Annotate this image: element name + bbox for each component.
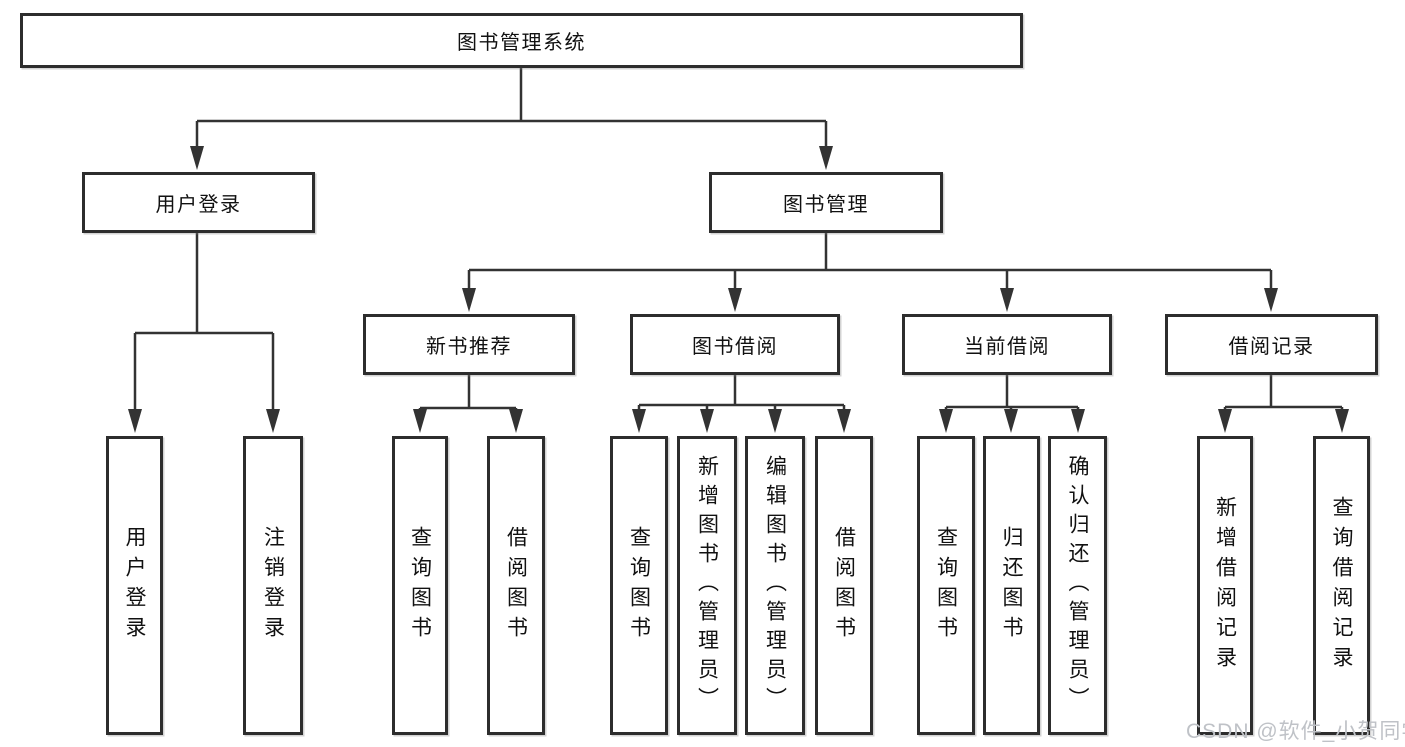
node-leaf-add-book-admin: 新增图书（管理员） (677, 436, 737, 735)
node-leaf-confirm-return-admin: 确认归还（管理员） (1048, 436, 1107, 735)
node-module-new-book-recommend-label: 新书推荐 (426, 336, 512, 358)
node-branch-book-management-label: 图书管理 (783, 194, 869, 216)
node-leaf-query-book-borrow: 查询图书 (610, 436, 668, 735)
node-leaf-borrow-book-recommend: 借阅图书 (487, 436, 545, 735)
node-branch-book-management: 图书管理 (709, 172, 943, 233)
node-module-book-borrow-label: 图书借阅 (692, 336, 778, 358)
node-module-current-borrow: 当前借阅 (902, 314, 1112, 375)
node-leaf-user-login-label: 用户登录 (123, 525, 146, 646)
node-module-current-borrow-label: 当前借阅 (964, 336, 1050, 358)
node-leaf-edit-book-admin: 编辑图书（管理员） (745, 436, 805, 735)
node-leaf-confirm-return-admin-label: 确认归还（管理员） (1066, 455, 1089, 716)
connector-book-mgmt-group (462, 233, 1278, 312)
node-leaf-return-book-label: 归还图书 (1000, 525, 1023, 646)
connector-current-borrow-group (939, 375, 1085, 433)
node-leaf-edit-book-admin-label: 编辑图书（管理员） (763, 455, 787, 716)
node-root-system-label: 图书管理系统 (457, 32, 586, 54)
connector-borrow-record-group (1218, 375, 1349, 433)
node-leaf-user-login: 用户登录 (106, 436, 163, 735)
node-leaf-query-book-recommend: 查询图书 (392, 436, 448, 735)
node-branch-user-login-label: 用户登录 (155, 194, 242, 216)
connector-root-to-branches (190, 68, 833, 170)
csdn-watermark: CSDN @软件_小贺同学 (1186, 720, 1405, 743)
node-leaf-add-borrow-record: 新增借阅记录 (1197, 436, 1253, 735)
node-root-system: 图书管理系统 (20, 13, 1023, 68)
node-leaf-logout: 注销登录 (243, 436, 303, 735)
node-leaf-add-book-admin-label: 新增图书（管理员） (695, 455, 719, 716)
connector-user-login-group (128, 233, 280, 433)
node-leaf-borrow-book-label: 借阅图书 (832, 525, 856, 646)
connector-book-borrow-group (632, 375, 851, 433)
node-module-new-book-recommend: 新书推荐 (363, 314, 575, 375)
connector-new-book-group (413, 375, 523, 433)
node-leaf-borrow-book-recommend-label: 借阅图书 (504, 525, 528, 646)
node-leaf-add-borrow-record-label: 新增借阅记录 (1213, 495, 1237, 676)
node-leaf-query-borrow-record: 查询借阅记录 (1313, 436, 1370, 735)
node-branch-user-login: 用户登录 (82, 172, 315, 233)
node-leaf-query-book-current-label: 查询图书 (934, 525, 958, 646)
node-leaf-query-book-recommend-label: 查询图书 (408, 525, 432, 646)
node-leaf-query-borrow-record-label: 查询借阅记录 (1330, 495, 1353, 676)
node-module-borrow-record-label: 借阅记录 (1228, 336, 1315, 358)
node-module-book-borrow: 图书借阅 (630, 314, 840, 375)
node-leaf-logout-label: 注销登录 (261, 525, 285, 646)
node-leaf-query-book-borrow-label: 查询图书 (627, 525, 651, 646)
node-leaf-borrow-book: 借阅图书 (815, 436, 873, 735)
node-module-borrow-record: 借阅记录 (1165, 314, 1378, 375)
node-leaf-query-book-current: 查询图书 (917, 436, 975, 735)
node-leaf-return-book: 归还图书 (983, 436, 1040, 735)
